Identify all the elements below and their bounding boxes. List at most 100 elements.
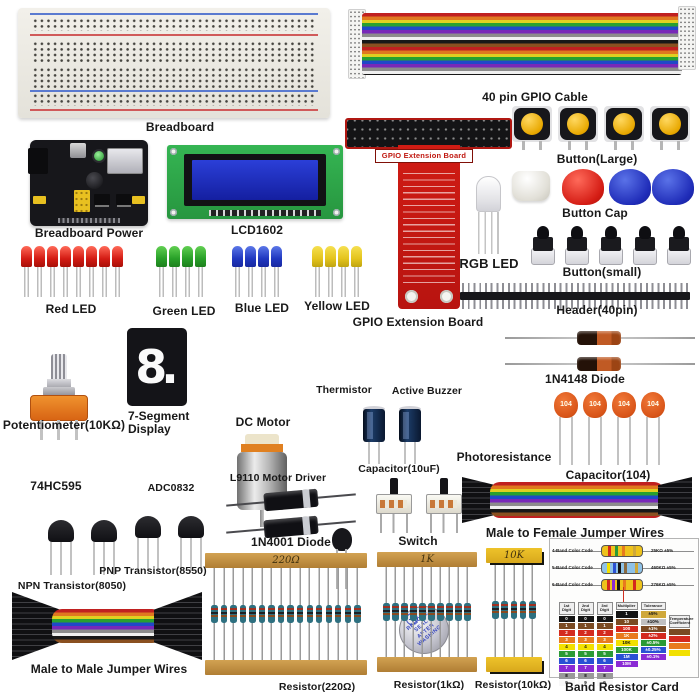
card-row-6band: 6-Band Color Code 276KΩ ±5% (552, 576, 696, 593)
button-cap-blue (652, 169, 694, 205)
card-row-5band: 5-Band Color Code 460KΩ ±5% (552, 559, 696, 576)
card-color-cell: 4 (596, 644, 613, 651)
green-leds (155, 246, 207, 300)
resistor-graphic-6band (601, 578, 643, 591)
diodes-1n4148 (505, 330, 695, 372)
resistor (352, 560, 362, 668)
yellow-led (324, 246, 337, 300)
resistor (267, 560, 277, 668)
voltage-regulator (116, 194, 132, 205)
card-pointer-line (623, 587, 624, 602)
card-column-header: 2nd Digit (577, 602, 594, 615)
resistors-1k: 1K (377, 552, 477, 672)
card-column-header: Tolerance (640, 602, 666, 611)
resistor (333, 560, 343, 668)
card-color-cell: 5 (596, 651, 613, 658)
barrel-jack (28, 148, 48, 174)
breadboard-power-label: Breadboard Power (34, 226, 144, 240)
breadboard-blue-rail (30, 13, 318, 15)
card-color-cell: 10M (615, 661, 638, 668)
resistor (491, 555, 500, 665)
slide-switch (424, 478, 464, 534)
button-small-label: Button(small) (562, 265, 642, 279)
resistor-1k-label: Resistor(1kΩ) (393, 679, 465, 691)
npn-transistor (89, 520, 119, 576)
cap104-marking: 104 (618, 401, 630, 408)
small-button (564, 226, 590, 266)
card-column-header: Multiplier (615, 602, 638, 611)
yellow-led-label: Yellow LED (304, 299, 370, 313)
small-button (530, 226, 556, 266)
card-color-cell: 3 (577, 637, 594, 644)
band-card-label: Band Resistor Card (565, 680, 679, 694)
large-button (512, 106, 552, 150)
slide-switch (374, 478, 414, 534)
ic-l9110-label: L9110 Motor Driver (229, 472, 327, 484)
diodes-1n4001 (226, 488, 356, 539)
resistor (343, 560, 353, 668)
gpio-cable-label: 40 pin GPIO Cable (482, 90, 588, 104)
breadboard-body (18, 8, 330, 118)
button-plunger (567, 113, 589, 135)
resistor-graphic-5band (601, 561, 643, 574)
green-led-label: Green LED (152, 304, 216, 318)
card-color-cell: 0 (577, 615, 594, 622)
card-color-cell: 1K (615, 632, 638, 639)
red-led (33, 246, 46, 300)
card-color-cell (668, 628, 690, 635)
red-led (59, 246, 72, 300)
card-color-cell: 7 (577, 665, 594, 672)
npn-transistors (46, 520, 119, 576)
card-color-cell (668, 650, 690, 657)
card-row-4band: 4-Band Color Code 25KΩ ±5% (552, 542, 696, 559)
gpio-extension-board: GPIO Extension Board (345, 118, 512, 310)
card-color-cell: ±1% (640, 625, 666, 632)
red-led-label: Red LED (45, 302, 97, 316)
blue-led (244, 246, 257, 300)
tape-handwriting: 220Ω (272, 555, 300, 566)
card-color-cell: 1 (615, 611, 638, 618)
large-button (558, 106, 598, 150)
usb-port (107, 148, 143, 174)
resistor-10k-label: Resistor(10kΩ) (474, 679, 552, 691)
small-button (666, 226, 692, 266)
switch-label: Switch (398, 534, 438, 548)
seven-segment-label: 7-Segment Display (128, 409, 190, 436)
card-color-cell (668, 643, 690, 650)
capacitor-104: 104 (581, 392, 609, 466)
diode-1n4148-label: 1N4148 Diode (545, 372, 625, 386)
resistor (427, 559, 436, 665)
large-buttons (512, 106, 690, 150)
cap104-marking: 104 (589, 401, 601, 408)
red-led (85, 246, 98, 300)
yellow-jumper (132, 196, 145, 204)
resistor (454, 559, 463, 665)
breadboard-red-rail (30, 34, 318, 36)
card-color-cell: 8 (577, 672, 594, 679)
capacitor-104: 104 (610, 392, 638, 466)
electrolytic-caps (360, 406, 424, 464)
cap104-marking: 104 (560, 401, 572, 408)
resistor (391, 559, 400, 665)
resistor-220-label: Resistor(220Ω) (278, 681, 356, 693)
card-color-cell: 10 (615, 618, 638, 625)
card-color-cell: 5 (577, 651, 594, 658)
idc-connector-left (348, 9, 366, 79)
yellow-led (350, 246, 363, 300)
card-column-header: 1st Digit (558, 602, 575, 615)
resistor (238, 560, 248, 668)
pot-shaft (51, 354, 67, 381)
rgb-led-label: RGB LED (459, 256, 519, 271)
card-color-cell: 100K (615, 646, 638, 653)
card-color-cell: 2 (596, 630, 613, 637)
card-color-cell: 6 (577, 658, 594, 665)
button-plunger (659, 113, 681, 135)
card-color-cell: 0 (596, 615, 613, 622)
green-led (181, 246, 194, 300)
resistor (219, 560, 229, 668)
breadboard-power-module (28, 140, 148, 226)
photoresistance-label: Photoresistance (456, 450, 552, 464)
red-led (20, 246, 33, 300)
